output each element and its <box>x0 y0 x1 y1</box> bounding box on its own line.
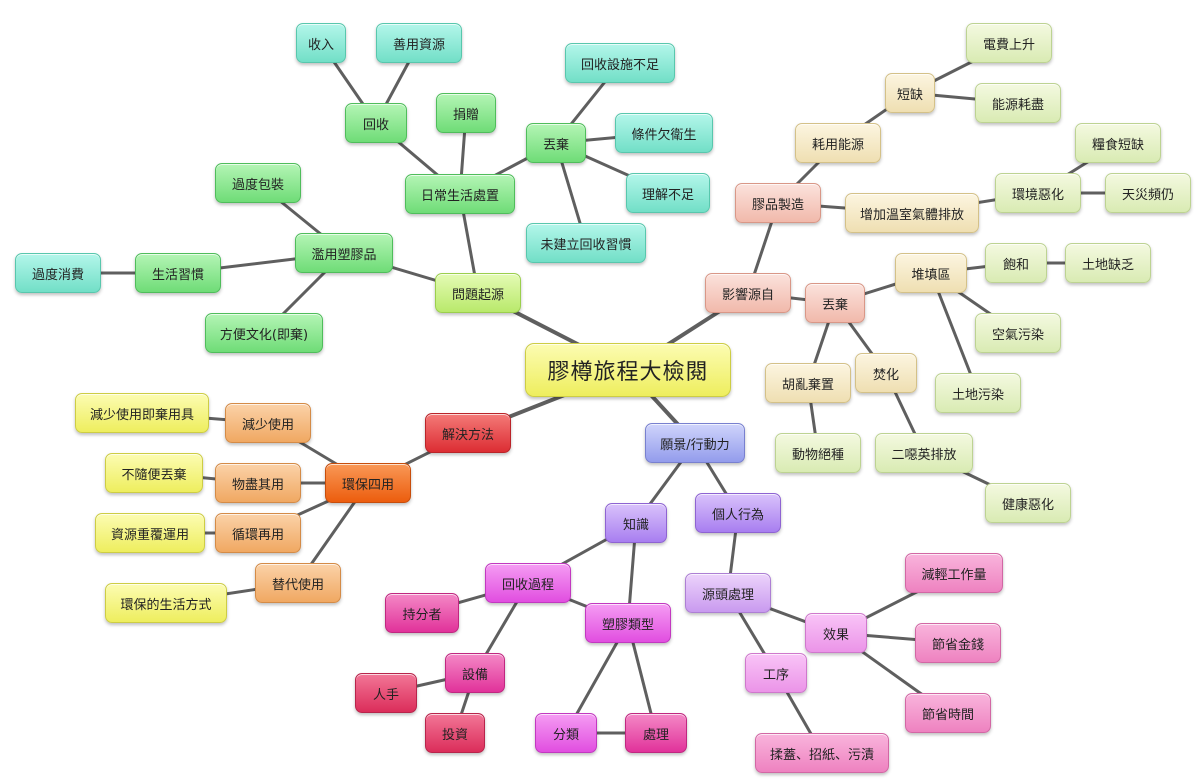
node-jianshao[interactable]: 減少使用 <box>225 403 311 443</box>
node-chifenzhe[interactable]: 持分者 <box>385 593 459 633</box>
node-eryingying[interactable]: 二噁英排放 <box>875 433 973 473</box>
node-chuli[interactable]: 處理 <box>625 713 687 753</box>
node-diuqi-2[interactable]: 丟棄 <box>805 283 865 323</box>
node-tianzai[interactable]: 天災頻仍 <box>1105 173 1191 213</box>
node-huanbaosiyong[interactable]: 環保四用 <box>325 463 411 503</box>
node-busuibian[interactable]: 不隨便丟棄 <box>105 453 203 493</box>
node-xunhuan[interactable]: 循環再用 <box>215 513 301 553</box>
node-yuantou[interactable]: 源頭處理 <box>685 573 771 613</box>
node-jiejue[interactable]: 解決方法 <box>425 413 511 453</box>
node-tudiwuran[interactable]: 土地污染 <box>935 373 1021 413</box>
node-huanbaoshenghuo[interactable]: 環保的生活方式 <box>105 583 227 623</box>
node-shebei[interactable]: 設備 <box>445 653 505 693</box>
node-jianqing[interactable]: 減輕工作量 <box>905 553 1003 593</box>
node-huishousheshi[interactable]: 回收設施不足 <box>565 43 675 83</box>
node-nengyuan[interactable]: 能源耗盡 <box>975 83 1061 123</box>
node-fenlei[interactable]: 分類 <box>535 713 597 753</box>
node-dongwu[interactable]: 動物絕種 <box>775 433 861 473</box>
node-shanyong[interactable]: 善用資源 <box>376 23 462 63</box>
node-kongqi[interactable]: 空氣污染 <box>975 313 1061 353</box>
node-jiaopinzhizao[interactable]: 膠品製造 <box>735 183 821 223</box>
node-sujiao[interactable]: 塑膠類型 <box>585 603 671 643</box>
node-tudiquefa[interactable]: 土地缺乏 <box>1065 243 1151 283</box>
node-dianfei[interactable]: 電費上升 <box>966 23 1052 63</box>
node-jianshaojiqi[interactable]: 減少使用即棄用具 <box>75 393 209 433</box>
node-tiantian[interactable]: 堆填區 <box>895 253 967 293</box>
node-huanjing[interactable]: 環境惡化 <box>995 173 1081 213</box>
node-huishouguocheng[interactable]: 回收過程 <box>485 563 571 603</box>
node-xiaoguo[interactable]: 效果 <box>805 613 867 653</box>
node-gongxu[interactable]: 工序 <box>745 653 807 693</box>
node-diuqi-1[interactable]: 丟棄 <box>526 123 586 163</box>
node-richang[interactable]: 日常生活處置 <box>405 174 515 214</box>
node-huluan[interactable]: 胡亂棄置 <box>765 363 851 403</box>
node-ziyuan[interactable]: 資源重覆運用 <box>95 513 205 553</box>
node-haoyong[interactable]: 耗用能源 <box>795 123 881 163</box>
node-geren[interactable]: 個人行為 <box>695 493 781 533</box>
node-yingxiang[interactable]: 影響源自 <box>705 273 791 313</box>
node-tiaojian[interactable]: 條件欠衛生 <box>615 113 713 153</box>
node-guodubaozhuang[interactable]: 過度包裝 <box>215 163 301 203</box>
node-fangbian[interactable]: 方便文化(即棄) <box>205 313 323 353</box>
node-wenti[interactable]: 問題起源 <box>435 273 521 313</box>
node-shenghuoxiguan[interactable]: 生活習慣 <box>135 253 221 293</box>
node-liangshi[interactable]: 糧食短缺 <box>1075 123 1161 163</box>
node-shouru[interactable]: 收入 <box>296 23 346 63</box>
node-weijianli[interactable]: 未建立回收習慣 <box>526 223 646 263</box>
node-jieshi[interactable]: 節省時間 <box>905 693 991 733</box>
node-jiankang[interactable]: 健康惡化 <box>985 483 1071 523</box>
node-zhishi[interactable]: 知識 <box>605 503 667 543</box>
node-baohe[interactable]: 飽和 <box>985 243 1047 283</box>
node-tidai[interactable]: 替代使用 <box>255 563 341 603</box>
node-jiesheng[interactable]: 節省金錢 <box>915 623 1001 663</box>
node-juanzeng[interactable]: 捐贈 <box>436 93 496 133</box>
node-yuanjing[interactable]: 願景/行動力 <box>645 423 745 463</box>
node-zengjia[interactable]: 增加溫室氣體排放 <box>845 193 979 233</box>
node-duanque[interactable]: 短缺 <box>885 73 935 113</box>
node-center[interactable]: 膠樽旅程大檢閱 <box>525 343 731 397</box>
node-rougai[interactable]: 揉蓋、招紙、污漬 <box>755 733 889 773</box>
node-touzi[interactable]: 投資 <box>425 713 485 753</box>
node-lanyong[interactable]: 濫用塑膠品 <box>295 233 393 273</box>
node-lijie[interactable]: 理解不足 <box>626 173 710 213</box>
node-huishou[interactable]: 回收 <box>345 103 407 143</box>
node-guoduxiaofei[interactable]: 過度消費 <box>15 253 101 293</box>
node-fenhua[interactable]: 焚化 <box>855 353 917 393</box>
node-renshou[interactable]: 人手 <box>355 673 417 713</box>
node-wujin[interactable]: 物盡其用 <box>215 463 301 503</box>
